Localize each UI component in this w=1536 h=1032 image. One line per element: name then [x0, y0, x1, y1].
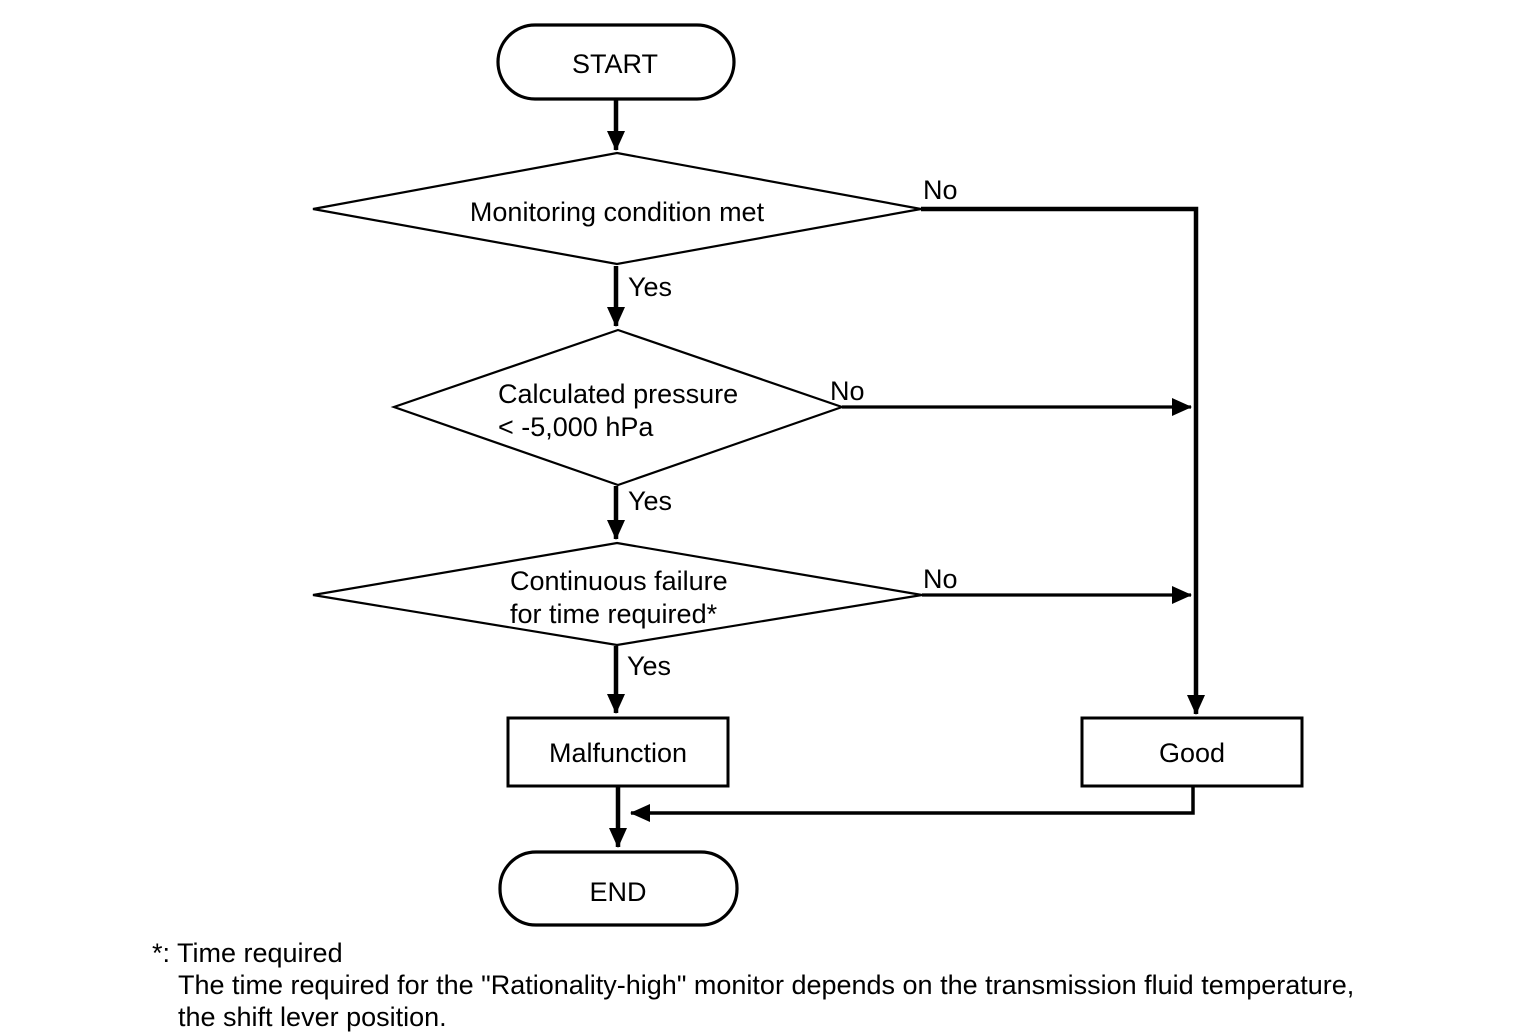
decision2-label-line2: < -5,000 hPa [498, 412, 654, 442]
start-node-label: START [572, 49, 658, 79]
footnote-line-3: the shift lever position. [178, 1002, 447, 1032]
decision3-diamond [312, 541, 923, 647]
decision2-yes-label: Yes [628, 486, 672, 516]
decision3-label-line1: Continuous failure [510, 566, 728, 596]
malfunction-node-label: Malfunction [549, 738, 687, 768]
decision3-yes-label: Yes [627, 651, 671, 681]
connector-good-to-merge [630, 786, 1195, 822]
decision2-diamond [390, 328, 846, 487]
decision3-label-line2: for time required* [510, 599, 718, 629]
decision1-yes-label: Yes [628, 272, 672, 302]
decision2-label-line1: Calculated pressure [498, 379, 738, 409]
good-node-label: Good [1159, 738, 1225, 768]
decision1-label: Monitoring condition met [470, 197, 765, 227]
end-node-label: END [589, 877, 646, 907]
end-node [498, 850, 739, 927]
decision1-no-label: No [923, 175, 958, 205]
decision1-diamond [312, 151, 922, 266]
decision2-no-label: No [830, 376, 865, 406]
decision3-no-label: No [923, 564, 958, 594]
footnote-line-1: *: Time required [152, 938, 343, 968]
footnote-line-2: The time required for the "Rationality-h… [178, 970, 1354, 1000]
connector-decision1-no [921, 206, 1205, 715]
